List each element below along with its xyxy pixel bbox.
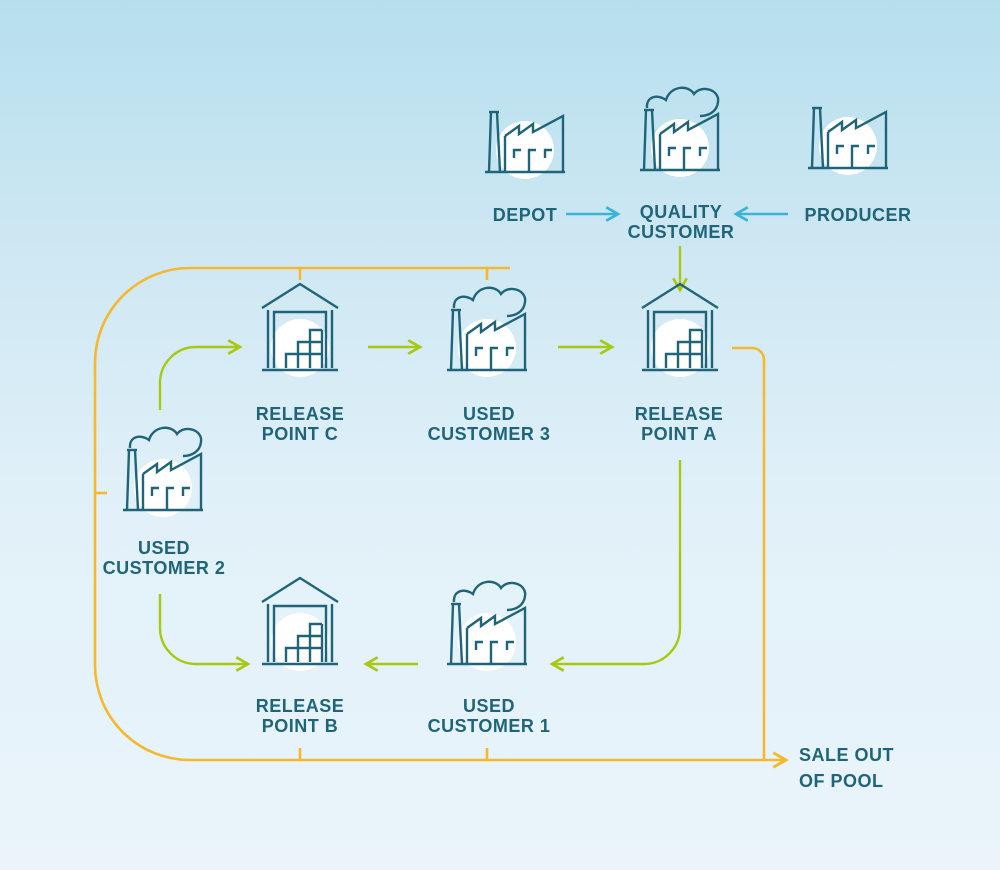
label-line: CUSTOMER — [627, 222, 735, 242]
flow-arrows — [158, 246, 688, 672]
label-line: RELEASE — [255, 696, 345, 716]
label-line: QUALITY — [639, 202, 723, 222]
used-customer-2-factory-smoke-icon — [121, 426, 205, 519]
producer-factory-icon — [806, 106, 890, 177]
label-line: POINT B — [261, 716, 339, 736]
quality-customer-factory-smoke-icon — [638, 86, 722, 179]
label-line: CUSTOMER 3 — [427, 424, 551, 444]
release-point-b-warehouse-icon — [260, 576, 340, 673]
arrow-used-2-to-release-c — [158, 339, 243, 410]
exit-label-sale-out-of-pool: SALE OUT OF POOL — [799, 742, 894, 794]
arrow-release-a-to-used-1 — [549, 460, 682, 672]
node-label-used-customer-3: USED CUSTOMER 3 — [428, 404, 551, 444]
label-line: OF POOL — [799, 771, 884, 791]
node-label-producer: PRODUCER — [804, 205, 911, 225]
label-line: POINT A — [641, 424, 717, 444]
node-label-depot: DEPOT — [493, 205, 558, 225]
node-label-used-customer-1: USED CUSTOMER 1 — [428, 696, 551, 736]
label-line: USED — [462, 404, 515, 424]
node-label-release-point-a: RELEASE POINT A — [635, 404, 724, 444]
node-label-quality-customer: QUALITY CUSTOMER — [628, 202, 735, 242]
label-line: POINT C — [261, 424, 339, 444]
label-line: CUSTOMER 2 — [102, 558, 226, 578]
used-customer-3-factory-smoke-icon — [445, 286, 529, 379]
label-line: DEPOT — [492, 205, 558, 225]
label-line: RELEASE — [634, 404, 724, 424]
release-a-exit-line — [732, 346, 766, 760]
release-point-c-warehouse-icon — [260, 282, 340, 379]
node-label-used-customer-2: USED CUSTOMER 2 — [103, 538, 226, 578]
release-point-a-warehouse-icon — [640, 282, 720, 379]
pool-loop-outline — [93, 266, 760, 762]
depot-factory-icon — [483, 110, 567, 181]
used-customer-1-factory-smoke-icon — [445, 580, 529, 673]
node-label-release-point-c: RELEASE POINT C — [256, 404, 345, 444]
label-line: USED — [462, 696, 515, 716]
label-line: SALE OUT — [799, 745, 895, 765]
label-line: PRODUCER — [804, 205, 912, 225]
label-line: USED — [137, 538, 190, 558]
node-label-release-point-b: RELEASE POINT B — [256, 696, 345, 736]
label-line: CUSTOMER 1 — [427, 716, 551, 736]
arrow-used-2-to-release-b — [158, 594, 251, 672]
pool-loop — [93, 266, 789, 769]
label-line: RELEASE — [255, 404, 345, 424]
